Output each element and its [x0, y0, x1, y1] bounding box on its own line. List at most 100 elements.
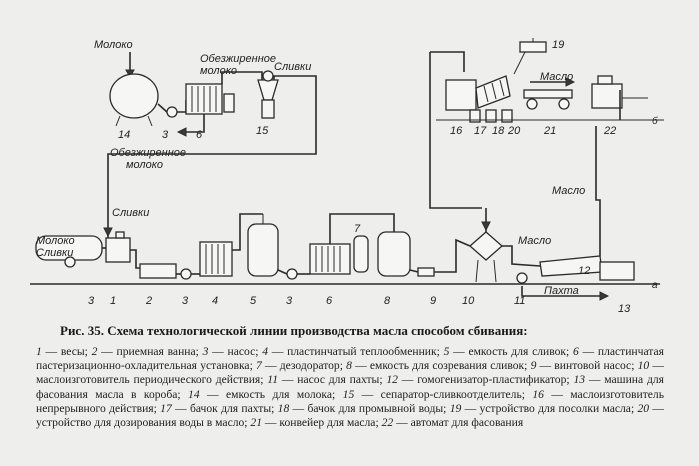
legend-item-text: — приемная ванна;	[97, 345, 203, 358]
legend-item-text: — насос для пахты;	[278, 373, 387, 387]
label-skim-mid-2: молоко	[126, 159, 163, 171]
marker-b: б	[652, 115, 658, 127]
screw-pump-9	[417, 267, 435, 277]
pump-3-a	[180, 268, 192, 280]
marker-a: а	[652, 280, 658, 291]
buttermilk-pump-11	[516, 272, 528, 284]
label-milk-inlet: Молоко	[36, 235, 75, 247]
num-13: 13	[618, 303, 631, 315]
legend-item-text: — пластинчатый теплообменник;	[267, 345, 444, 358]
water-dosing-device-20	[501, 109, 513, 123]
legend-item-number: 4	[262, 345, 268, 358]
figure-caption: Рис. 35. Схема технологической линии про…	[60, 323, 528, 338]
upper-right-section	[429, 38, 664, 209]
legend-item-number: 22	[381, 416, 394, 430]
legend-item-number: 12	[386, 373, 398, 387]
label-skim-mid-1: Обезжиренное	[110, 147, 186, 159]
cream-to-continuous-line	[429, 52, 482, 209]
cream-tank-5	[247, 223, 279, 277]
legend-item-number: 10	[637, 359, 650, 373]
legend-item-text: — маслоизготовитель периодического дейст…	[36, 359, 664, 387]
legend-item-text: — маслоизготовитель непрерывного действи…	[36, 387, 665, 415]
label-cream-inlet: Сливки	[36, 247, 73, 259]
buttermilk-outlet	[521, 286, 600, 297]
legend-item-text: — дезодоратор;	[261, 359, 347, 373]
num-17: 17	[474, 125, 487, 137]
label-butter-low: Масло	[518, 235, 551, 247]
wash-water-tank-18	[485, 109, 497, 123]
scale-1	[105, 237, 131, 263]
continuous-churn-16	[445, 79, 477, 111]
num-9: 9	[430, 295, 436, 307]
legend-item-number: 9	[530, 359, 537, 373]
num-5: 5	[250, 295, 257, 307]
legend-item-number: 7	[255, 359, 262, 373]
num-22: 22	[603, 125, 616, 137]
legend-item-number: 11	[267, 373, 279, 387]
legend-item-text: — машина для фасования масла в короба;	[36, 373, 664, 401]
upper-left-section	[103, 52, 317, 238]
separator-15	[257, 79, 279, 101]
legend-item-number: 21	[250, 416, 263, 430]
legend-item-number: 3	[202, 345, 209, 358]
legend-item-text: — бачок для пахты;	[171, 401, 278, 415]
num-2: 2	[145, 295, 152, 307]
legend-item-number: 20	[637, 401, 650, 415]
label-cream-left: Сливки	[112, 207, 149, 219]
label-skim-top-2: молоко	[200, 65, 237, 77]
label-butter-top: Масло	[540, 71, 573, 83]
num-6: 6	[326, 295, 333, 307]
batch-churn-10	[469, 231, 503, 261]
legend-item-text: — гомогенизатор-пластификатор;	[397, 373, 574, 387]
packaging-automat-22	[591, 83, 623, 109]
label-milk-top: Молоко	[94, 39, 133, 51]
legend-item-text: — емкость для созревания сливок;	[351, 359, 531, 373]
legend-item-number: 8	[346, 359, 352, 373]
num-21: 21	[543, 125, 556, 137]
num-3-b: 3	[182, 295, 189, 307]
milk-tank-14	[109, 73, 159, 119]
legend-item-text: — устройство для посолки масла;	[461, 401, 638, 415]
num-8: 8	[384, 295, 391, 307]
label-butter-right: Масло	[552, 185, 585, 197]
legend-item-number: 15	[342, 387, 355, 401]
num-14: 14	[118, 129, 130, 141]
deodorator-7	[353, 235, 369, 273]
legend-item-text: — сепаратор-сливкоотделитель;	[354, 387, 533, 401]
salting-device-19	[519, 41, 547, 53]
num-18: 18	[492, 125, 505, 137]
figure-legend: 1 — весы; 2 — приемная ванна; 3 — насос;…	[36, 345, 664, 430]
legend-item-number: 18	[277, 401, 290, 415]
homogenizer-plasticizer-12	[539, 255, 603, 277]
num-19: 19	[552, 39, 564, 51]
legend-item-number: 6	[573, 345, 579, 358]
legend-item-text: — автомат для фасования	[393, 416, 524, 430]
box-filling-machine-13	[599, 261, 635, 281]
num-3-a: 3	[88, 295, 95, 307]
num-3-c: 3	[286, 295, 293, 307]
legend-item-text: — емкость для сливок;	[449, 345, 573, 358]
legend-item-number: 5	[443, 345, 450, 358]
legend-item-text: — бачок для промывной воды;	[289, 401, 450, 415]
legend-item-number: 13	[573, 373, 586, 387]
num-10: 10	[462, 295, 475, 307]
num-3-top: 3	[162, 129, 169, 141]
legend-item-number: 14	[188, 387, 200, 401]
legend-item-number: 17	[160, 401, 172, 415]
pump-3-b	[286, 268, 298, 280]
num-12: 12	[578, 265, 590, 277]
num-20: 20	[507, 125, 521, 137]
legend-item-number: 16	[532, 387, 544, 401]
legend-item-text: — устройство для дозирования воды в масл…	[36, 401, 664, 430]
process-flow-diagram: Молоко Обезжиренное молоко Сливки Обезжи…	[30, 38, 664, 315]
num-16: 16	[450, 125, 463, 137]
butter-conveyor-21	[523, 89, 573, 99]
plate-exchanger-4	[199, 241, 233, 277]
legend-item-text: — винтовой насос;	[536, 359, 638, 373]
num-15: 15	[256, 125, 269, 137]
pasteurizer-6	[309, 243, 351, 275]
num-11: 11	[514, 295, 525, 307]
legend-item-number: 1	[36, 345, 42, 358]
label-cream-top: Сливки	[274, 61, 311, 73]
legend-item-text: — конвейер для масла;	[262, 416, 382, 430]
